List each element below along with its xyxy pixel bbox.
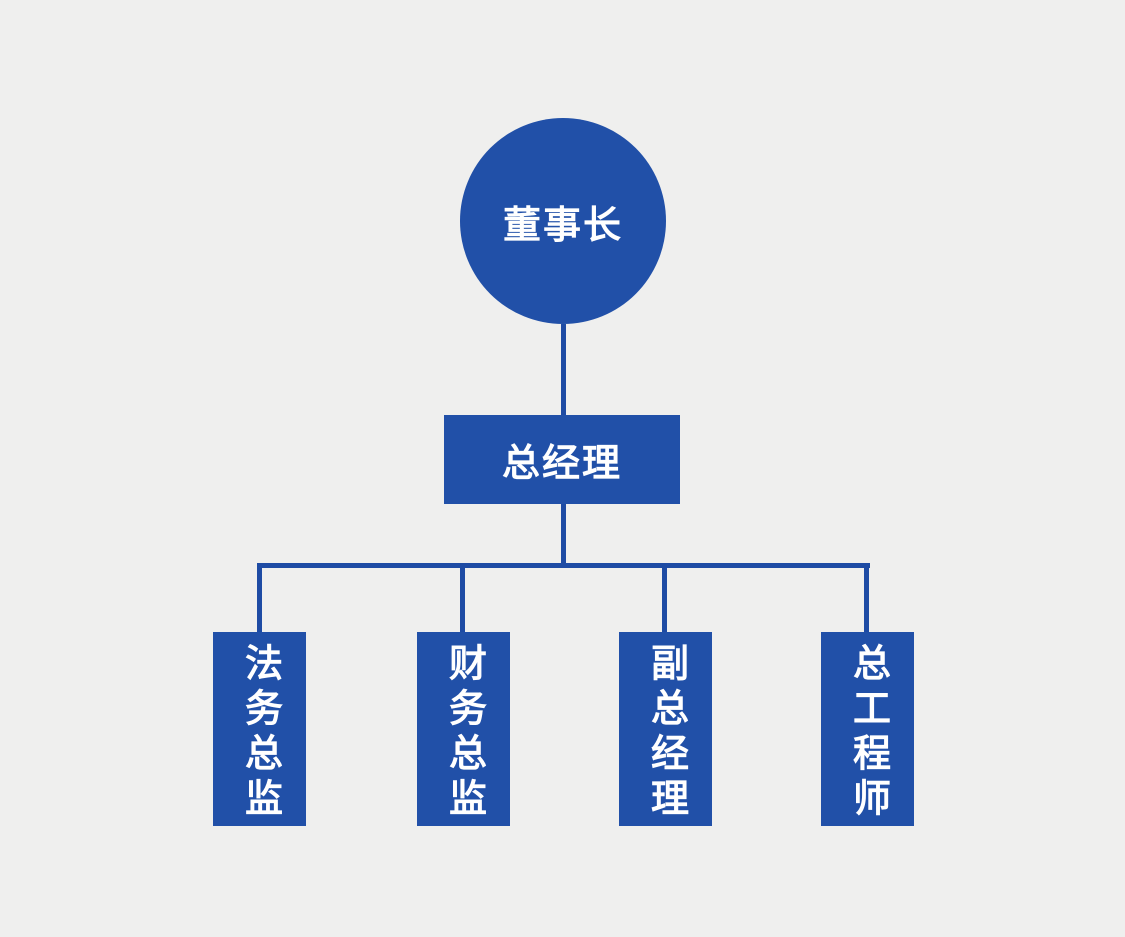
org-node-general-manager-label: 总经理 bbox=[501, 443, 622, 485]
org-node-chairman[interactable]: 董事长 bbox=[460, 118, 666, 324]
connector-drop-legal-director bbox=[257, 563, 262, 632]
org-node-deputy-general-manager[interactable]: 副总经理 bbox=[619, 632, 712, 826]
connector-drop-finance-director bbox=[460, 563, 465, 632]
org-node-legal-director-label: 法务总监 bbox=[238, 642, 281, 823]
org-node-finance-director-label: 财务总监 bbox=[442, 642, 485, 823]
connector-bus-line bbox=[257, 563, 870, 568]
org-node-chief-engineer[interactable]: 总工程师 bbox=[821, 632, 914, 826]
connector-manager-to-bus bbox=[561, 504, 566, 564]
org-node-finance-director[interactable]: 财务总监 bbox=[417, 632, 510, 826]
connector-drop-deputy-general-manager bbox=[662, 563, 667, 632]
org-node-general-manager[interactable]: 总经理 bbox=[444, 415, 680, 504]
org-node-chairman-label: 董事长 bbox=[502, 204, 623, 247]
org-node-chief-engineer-label: 总工程师 bbox=[846, 642, 889, 823]
org-node-deputy-general-manager-label: 副总经理 bbox=[644, 642, 687, 823]
connector-chairman-to-manager bbox=[561, 324, 566, 415]
org-node-legal-director[interactable]: 法务总监 bbox=[213, 632, 306, 826]
connector-drop-chief-engineer bbox=[864, 563, 869, 632]
